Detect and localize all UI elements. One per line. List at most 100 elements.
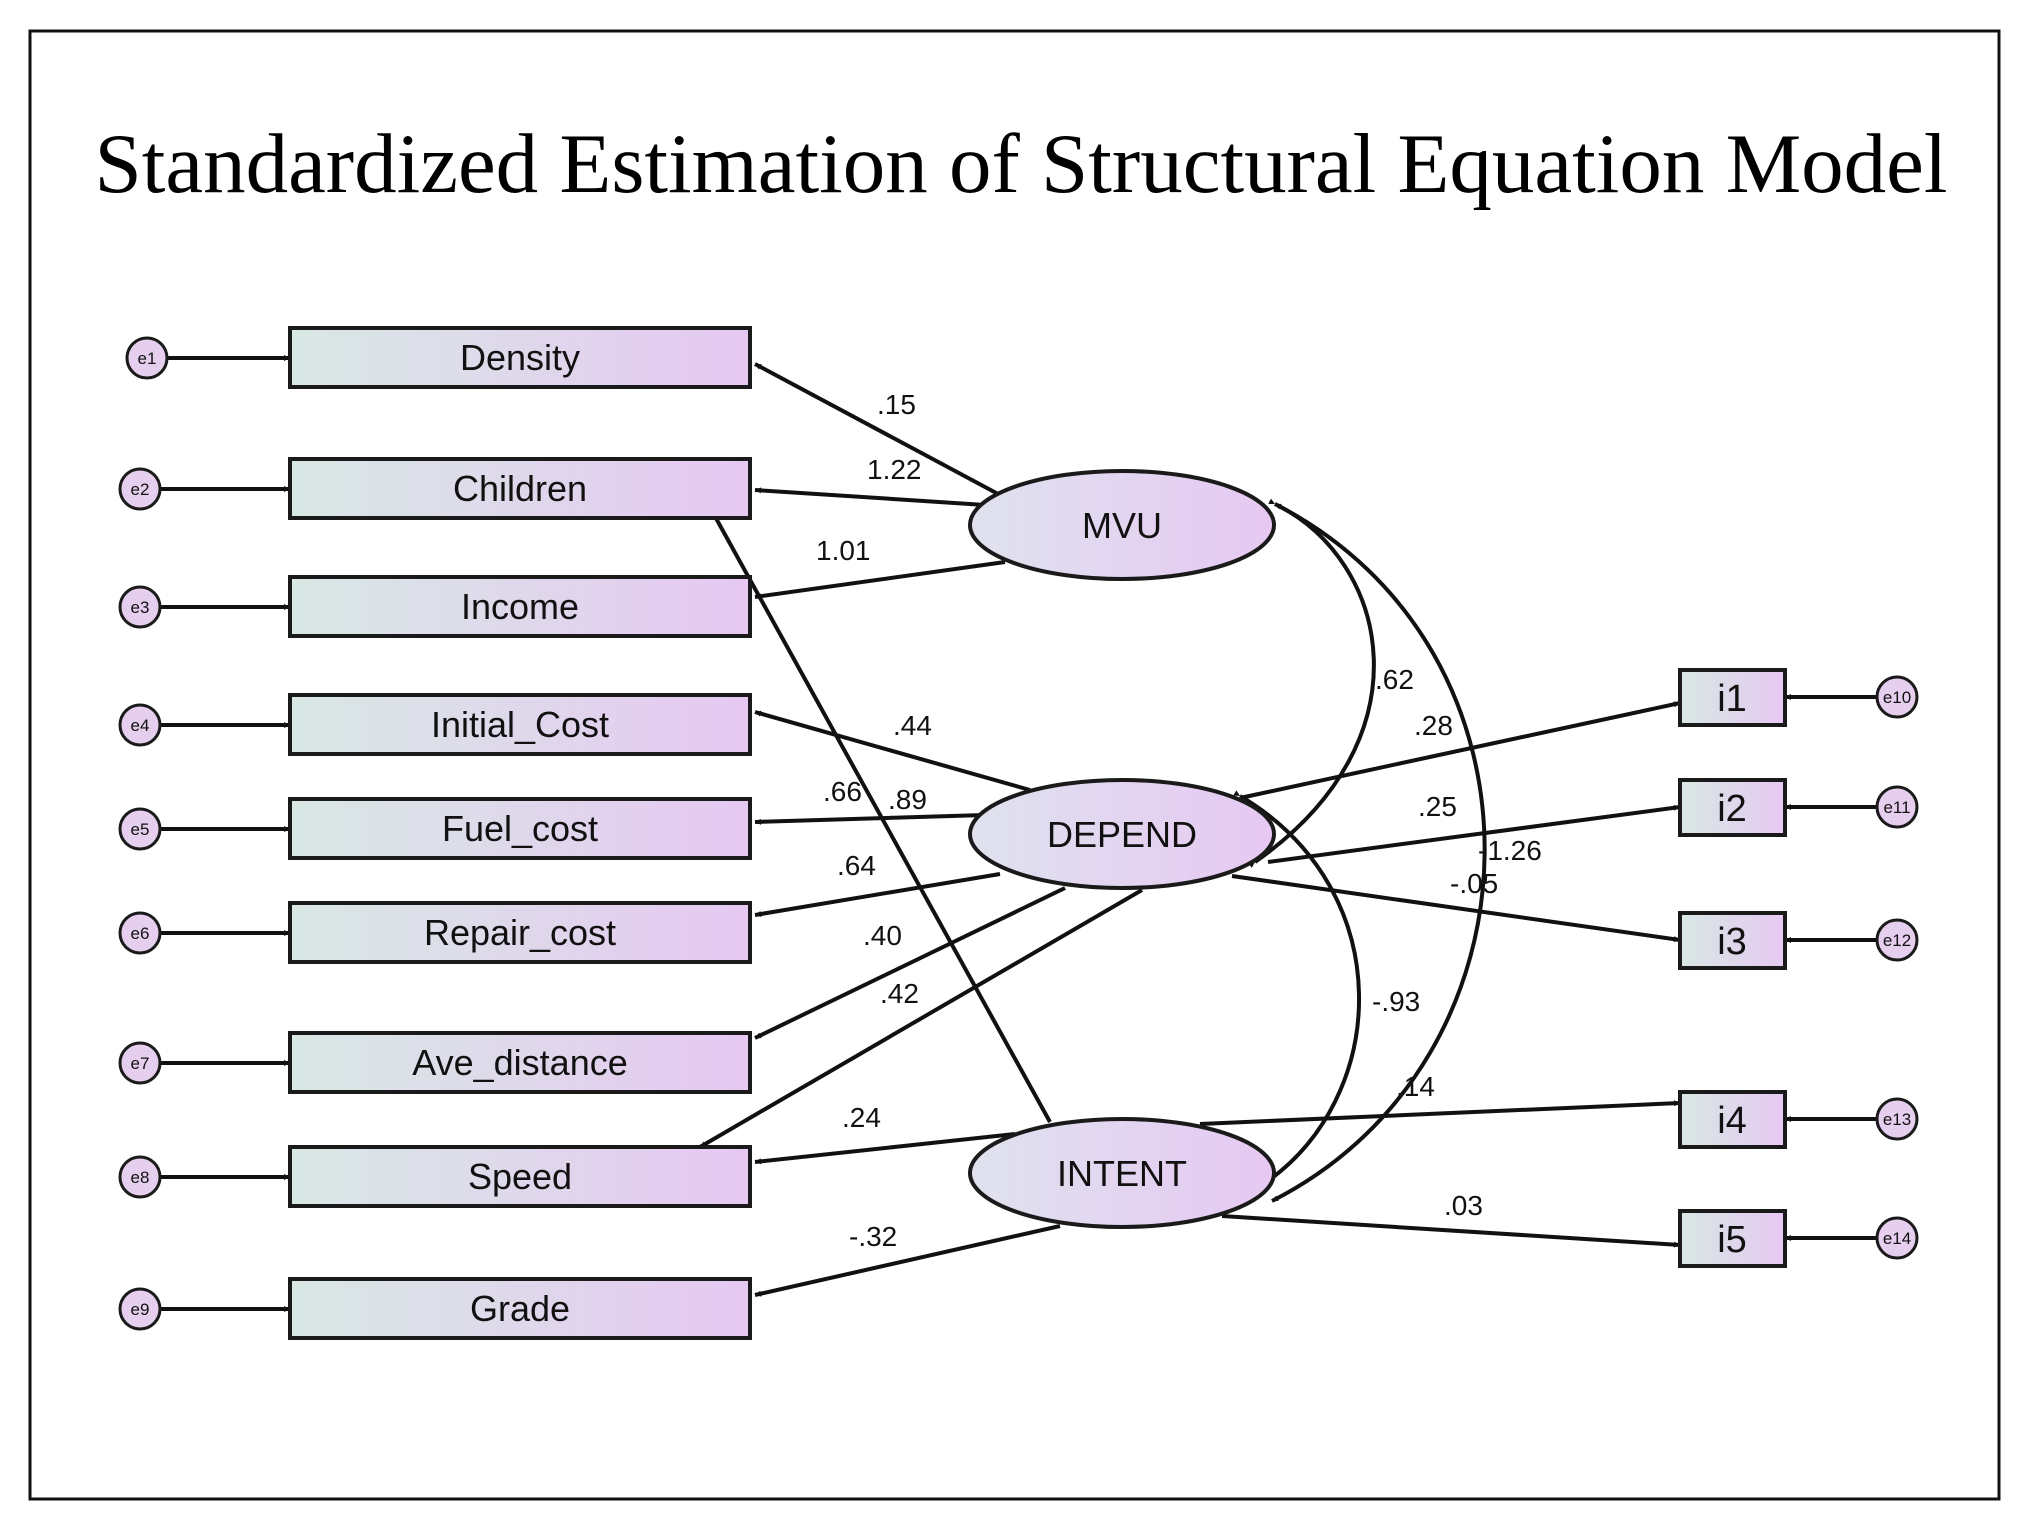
coef-mvu-density: .15 [877,389,916,420]
covariance-mvu-depend [1248,502,1376,868]
coef-depend-initial-cost: .44 [893,710,932,741]
coef-depend-i2: .25 [1418,791,1457,822]
path-depend-fuel-cost [754,813,986,825]
box-i4-label: i4 [1717,1100,1747,1142]
error-e11: e11 [1875,785,1919,829]
box-repair-cost-label: Repair_cost [424,912,616,953]
box-i1-label: i1 [1717,678,1747,720]
left-indicators: Density Children Income Initial_Cost Fue… [288,326,752,1340]
error-e9: e9 [118,1287,162,1331]
box-speed-label: Speed [468,1156,572,1197]
box-i5-label: i5 [1717,1219,1747,1261]
error-e13-label: e13 [1883,1110,1911,1129]
error-e8-label: e8 [131,1168,150,1187]
box-ave-distance-label: Ave_distance [412,1042,628,1083]
box-children: Children [288,457,752,520]
box-i3: i3 [1678,911,1787,970]
path-depend-initial-cost [754,710,1031,792]
box-speed: Speed [288,1145,752,1208]
coef-depend-ave-distance: .40 [863,920,902,951]
box-fuel-cost: Fuel_cost [288,797,752,860]
box-i5: i5 [1678,1209,1787,1268]
path-mvu-children [754,487,986,507]
error-e5-label: e5 [131,820,150,839]
right-error-terms: e10 e11 e12 e13 e14 [1875,675,1919,1260]
coef-depend-speed: .42 [880,978,919,1009]
path-depend-speed [698,888,1144,1149]
coef-intent-i5: .03 [1444,1190,1483,1221]
error-e3-label: e3 [131,598,150,617]
error-e2-label: e2 [131,480,150,499]
box-i1: i1 [1678,668,1787,727]
error-e4: e4 [118,703,162,747]
box-income: Income [288,575,752,638]
path-intent-i5 [1221,1214,1681,1248]
coef-intent-i4: .14 [1396,1071,1435,1102]
coef-intent-children: .66 [823,776,862,807]
box-density: Density [288,326,752,389]
error-e12: e12 [1875,918,1919,962]
path-intent-speed [754,1132,1016,1165]
error-e11-label: e11 [1883,798,1910,817]
box-grade-label: Grade [470,1288,570,1329]
latent-depend: DEPEND [968,778,1276,890]
box-initial-cost-label: Initial_Cost [431,704,609,745]
coef-cov-mvu-intent: -1.26 [1478,835,1542,866]
box-density-label: Density [460,337,580,378]
error-e3: e3 [118,585,162,629]
coef-depend-repair-cost: .64 [837,850,876,881]
box-initial-cost: Initial_Cost [288,693,752,756]
box-repair-cost: Repair_cost [288,901,752,964]
latent-depend-label: DEPEND [1047,814,1197,855]
covariance-depend-intent [1233,790,1361,1187]
box-ave-distance: Ave_distance [288,1031,752,1094]
latent-mvu: MVU [968,469,1276,581]
error-e4-label: e4 [131,716,150,735]
path-intent-children [705,501,1052,1123]
covariance-mvu-intent [1268,498,1487,1203]
path-intent-i4 [1199,1100,1681,1126]
latent-mvu-label: MVU [1082,505,1162,546]
box-income-label: Income [461,586,579,627]
coef-depend-i1: .28 [1414,710,1453,741]
right-indicators: i1 i2 i3 i4 i5 [1678,668,1787,1268]
box-i4: i4 [1678,1090,1787,1149]
path-depend-ave-distance [754,886,1066,1040]
box-children-label: Children [453,468,587,509]
box-grade: Grade [288,1277,752,1340]
path-intent-grade [754,1224,1061,1297]
path-depend-repair-cost [754,872,1001,917]
error-e6: e6 [118,911,162,955]
coef-mvu-children: 1.22 [867,454,922,485]
latent-variables: MVU DEPEND INTENT [968,469,1276,1229]
error-e5: e5 [118,807,162,851]
latent-intent-label: INTENT [1057,1153,1187,1194]
coef-mvu-income: 1.01 [816,535,871,566]
error-e10: e10 [1875,675,1919,719]
coef-cov-depend-intent: -.93 [1372,986,1420,1017]
coef-depend-i3: -.05 [1450,868,1498,899]
path-coefficients: .15 1.22 1.01 .44 .66 .89 .64 .40 .42 .2… [816,389,1542,1252]
left-error-terms: e1 e2 e3 e4 e5 e6 e7 e8 [118,336,169,1331]
latent-intent: INTENT [968,1117,1276,1229]
paths-layer [160,355,1877,1312]
error-e13: e13 [1875,1097,1919,1141]
diagram-frame [28,29,2001,1501]
coef-depend-fuel-cost: .89 [888,784,927,815]
path-depend-i3 [1231,874,1681,943]
path-depend-i1 [1239,701,1681,800]
diagram-title: Standardized Estimation of Structural Eq… [94,117,1947,211]
error-e7-label: e7 [131,1054,150,1073]
box-i2: i2 [1678,778,1787,837]
error-e9-label: e9 [131,1300,150,1319]
error-e14: e14 [1875,1216,1919,1260]
error-e8: e8 [118,1155,162,1199]
coef-cov-mvu-depend: .62 [1375,664,1414,695]
error-e14-label: e14 [1883,1229,1911,1248]
error-e1-label: e1 [138,349,157,368]
error-e2: e2 [118,467,162,511]
error-e10-label: e10 [1883,688,1911,707]
coef-intent-speed: .24 [842,1102,881,1133]
box-i3-label: i3 [1717,921,1747,963]
error-e6-label: e6 [131,924,150,943]
